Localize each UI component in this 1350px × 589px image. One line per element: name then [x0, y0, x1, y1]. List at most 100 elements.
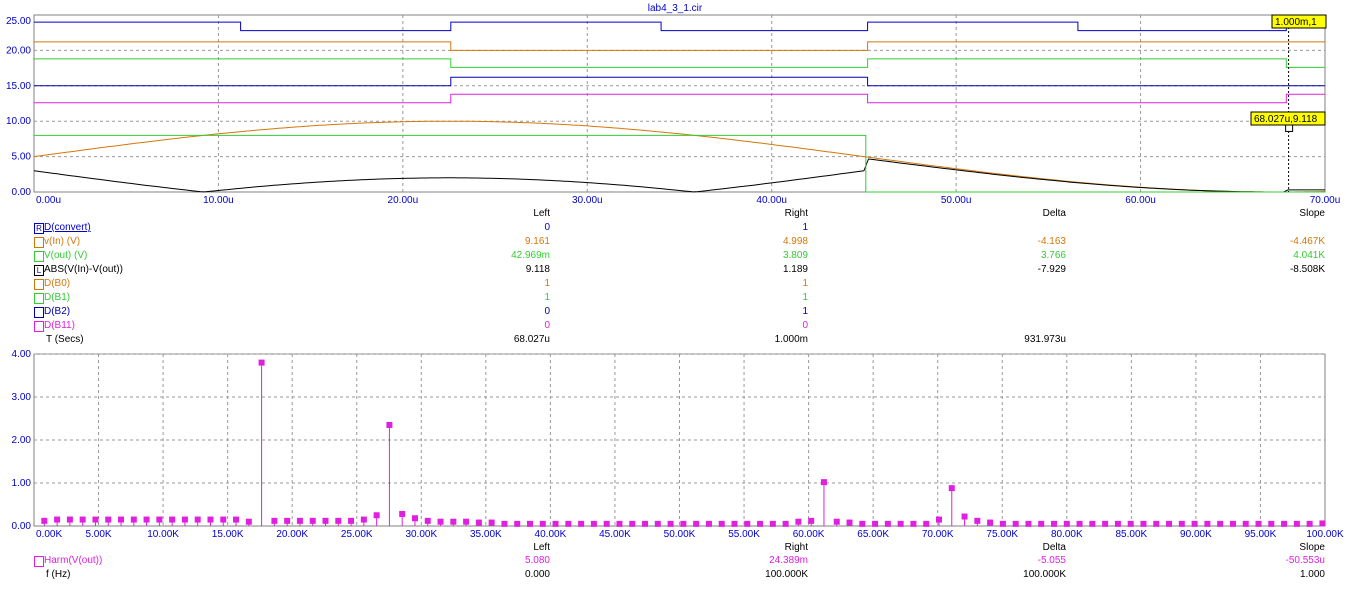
value-right: 24.389m	[769, 555, 808, 566]
x-tick-label: 15.00K	[212, 529, 244, 540]
harmonic-point	[1076, 520, 1083, 527]
harmonic-point	[1166, 520, 1173, 527]
table-row[interactable]: D(B2) 0 1	[0, 306, 1350, 318]
harmonic-point	[1178, 520, 1185, 527]
table-row[interactable]: D(B0) 1 1	[0, 278, 1350, 290]
cursor-selector-box[interactable]	[34, 307, 44, 318]
value-slope: 4.041K	[1293, 250, 1325, 261]
header-slope: Slope	[1299, 208, 1325, 219]
table-row[interactable]: L ABS(V(In)-V(out)) 9.118 1.189 -7.929 -…	[0, 264, 1350, 276]
harmonic-point	[475, 519, 482, 526]
value-left: 68.027u	[513, 334, 550, 345]
x-axis-label: T (Secs)	[46, 334, 84, 345]
trace-label: v(In) (V)	[44, 236, 81, 247]
harmonic-point	[450, 518, 457, 525]
y-tick-label: 2.00	[12, 435, 32, 446]
x-tick-label: 25.00K	[341, 529, 373, 540]
cursor-selector-box[interactable]	[34, 321, 44, 332]
x-tick-label: 70.00u	[1310, 195, 1341, 206]
value-right: 1	[802, 292, 808, 303]
series-digital-db2	[34, 76, 1325, 87]
harmonic-point	[194, 516, 201, 523]
x-tick-label: 30.00u	[572, 195, 603, 206]
harmonic-point	[296, 517, 303, 524]
harmonic-point	[1127, 520, 1134, 527]
y-tick-label: 4.00	[12, 349, 32, 360]
cursor-selector-box[interactable]	[34, 279, 44, 290]
x-tick-label: 0.00u	[36, 195, 61, 206]
header-delta: Delta	[1042, 542, 1066, 553]
harmonic-point	[79, 516, 86, 523]
cursor-annotation-text: 68.027u,9.118	[1254, 114, 1318, 125]
harmonic-point	[373, 512, 380, 519]
harmonic-point	[718, 520, 725, 527]
table-row[interactable]: v(In) (V) 9.161 4.998 -4.163 -4.467K	[0, 236, 1350, 248]
value-delta: 931.973u	[1024, 334, 1066, 345]
harmonic-point	[386, 421, 393, 428]
trace-label: D(B11)	[44, 320, 75, 331]
value-left: 42.969m	[511, 250, 550, 261]
harmonic-point	[629, 520, 636, 527]
cursor-selector-box[interactable]	[34, 293, 44, 304]
value-left: 9.161	[524, 236, 550, 247]
harmonic-point	[590, 520, 597, 527]
header-right: Right	[784, 542, 808, 553]
value-delta: -4.163	[1037, 236, 1066, 247]
x-tick-label: 40.00u	[756, 195, 787, 206]
cursor-selector-box[interactable]	[34, 251, 44, 262]
table-row[interactable]: D(B1) 1 1	[0, 292, 1350, 304]
harmonic-point	[1063, 520, 1070, 527]
harmonic-point	[1102, 520, 1109, 527]
value-left: 1	[544, 292, 550, 303]
harmonic-point	[565, 520, 572, 527]
table-header: Left Right Delta Slope	[0, 208, 1350, 220]
harmonic-point	[654, 520, 661, 527]
value-left: 0	[544, 320, 550, 331]
table-row[interactable]: Harm(V(out)) 5.080 24.389m -5.055 -50.55…	[0, 555, 1350, 567]
harmonic-point	[1268, 520, 1275, 527]
x-tick-label: 50.00K	[664, 529, 696, 540]
x-tick-label: 40.00K	[535, 529, 567, 540]
harmonic-point	[322, 517, 329, 524]
harmonic-point	[744, 520, 751, 527]
value-right: 1.189	[782, 264, 808, 275]
harmonic-point	[1038, 520, 1045, 527]
harmonic-point	[399, 510, 406, 517]
x-axis-label: f (Hz)	[46, 569, 71, 580]
y-tick-label: 1.00	[12, 478, 32, 489]
trace-label: D(B1)	[44, 292, 71, 303]
cursor-annotation-text: 1.000m,1	[1275, 17, 1317, 28]
table-row[interactable]: D(B11) 0 0	[0, 320, 1350, 332]
harmonic-point	[833, 518, 840, 525]
harmonic-point	[514, 520, 521, 527]
x-tick-label: 45.00K	[599, 529, 631, 540]
harmonic-point	[1012, 520, 1019, 527]
y-tick-label: 3.00	[12, 392, 32, 403]
x-tick-label: 95.00K	[1245, 529, 1277, 540]
series-digital-dconvert	[34, 21, 1325, 32]
value-left: 0.000	[524, 569, 550, 580]
value-right: 3.809	[782, 250, 808, 261]
table-row[interactable]: V(out) (V) 42.969m 3.809 3.766 4.041K	[0, 250, 1350, 262]
x-tick-label: 100.00K	[1306, 529, 1344, 540]
harmonic-point	[603, 520, 610, 527]
value-left: 1	[544, 278, 550, 289]
value-right: 0	[802, 320, 808, 331]
cursor-selector-box[interactable]: R	[34, 223, 44, 234]
x-tick-label: 5.00K	[85, 529, 111, 540]
y-tick-label: 5.00	[12, 152, 32, 163]
harmonic-point	[693, 520, 700, 527]
cursor-selector-box[interactable]	[34, 237, 44, 248]
trace-color-box[interactable]	[34, 556, 44, 567]
cursor-selector-box[interactable]: L	[34, 265, 44, 276]
harmonic-point	[143, 516, 150, 523]
harmonic-point	[923, 520, 930, 527]
x-tick-label: 85.00K	[1115, 529, 1147, 540]
harmonic-point	[1281, 520, 1288, 527]
table-row[interactable]: R D(convert) 0 1	[0, 222, 1350, 234]
harmonic-point	[1114, 520, 1121, 527]
harmonic-point	[974, 517, 981, 524]
harmonic-point	[181, 516, 188, 523]
